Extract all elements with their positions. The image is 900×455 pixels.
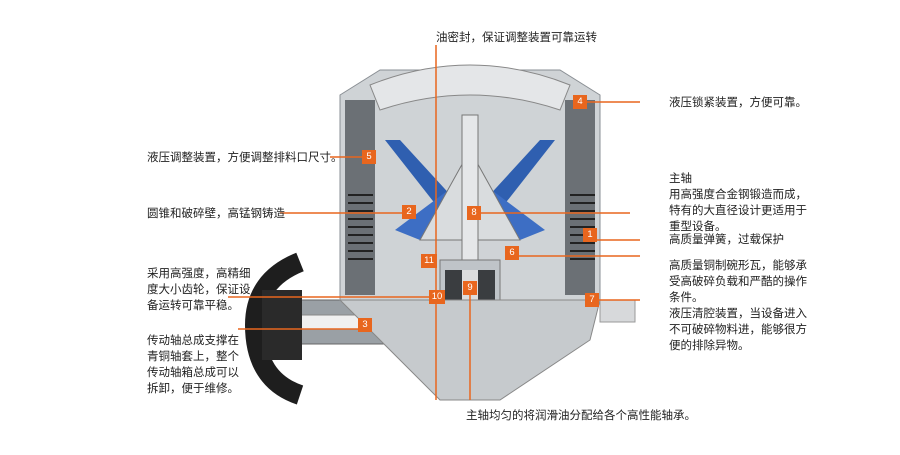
label-oil-seal: 油密封，保证调整装置可靠运转 — [436, 30, 597, 44]
label-drive-shaft: 传动轴总成支撑在 青铜轴套上，整个 传动轴箱总成可以 拆卸，便于维修。 — [147, 333, 239, 395]
badge-10: 10 — [429, 290, 445, 304]
leader-lines — [228, 45, 640, 400]
badge-11: 11 — [421, 254, 437, 268]
badge-8: 8 — [467, 206, 481, 220]
label-hydraulic-adjust: 液压调整装置，方便调整排料口尺寸。 — [147, 150, 343, 164]
label-cone-wall: 圆锥和破碎壁，高锰钢铸造 — [147, 206, 285, 220]
label-main-shaft: 主轴 用高强度合金钢锻造而成， 特有的大直径设计更适用于 重型设备。 — [669, 171, 807, 233]
badge-6: 6 — [505, 246, 519, 260]
label-bowl-bearing: 高质量铜制碗形瓦，能够承 受高破碎负载和严酷的操作 条件。 — [669, 258, 807, 304]
label-gear: 采用高强度，高精细 度大小齿轮，保证设 备运转可靠平稳。 — [147, 266, 251, 312]
label-lubrication: 主轴均匀的将润滑油分配给各个高性能轴承。 — [466, 408, 696, 422]
badge-4: 4 — [573, 95, 587, 109]
badge-3: 3 — [358, 318, 372, 332]
badge-9: 9 — [463, 281, 477, 295]
label-spring: 高质量弹簧，过载保护 — [669, 232, 784, 246]
badge-7: 7 — [585, 293, 599, 307]
badge-2: 2 — [402, 205, 416, 219]
label-hydraulic-lock: 液压锁紧装置，方便可靠。 — [669, 95, 807, 109]
badge-5: 5 — [362, 150, 376, 164]
crusher-body — [244, 64, 636, 405]
label-cavity-clear: 液压清腔装置，当设备进入 不可破碎物料进，能够很方 便的排除异物。 — [669, 306, 807, 352]
badge-1: 1 — [583, 228, 597, 242]
